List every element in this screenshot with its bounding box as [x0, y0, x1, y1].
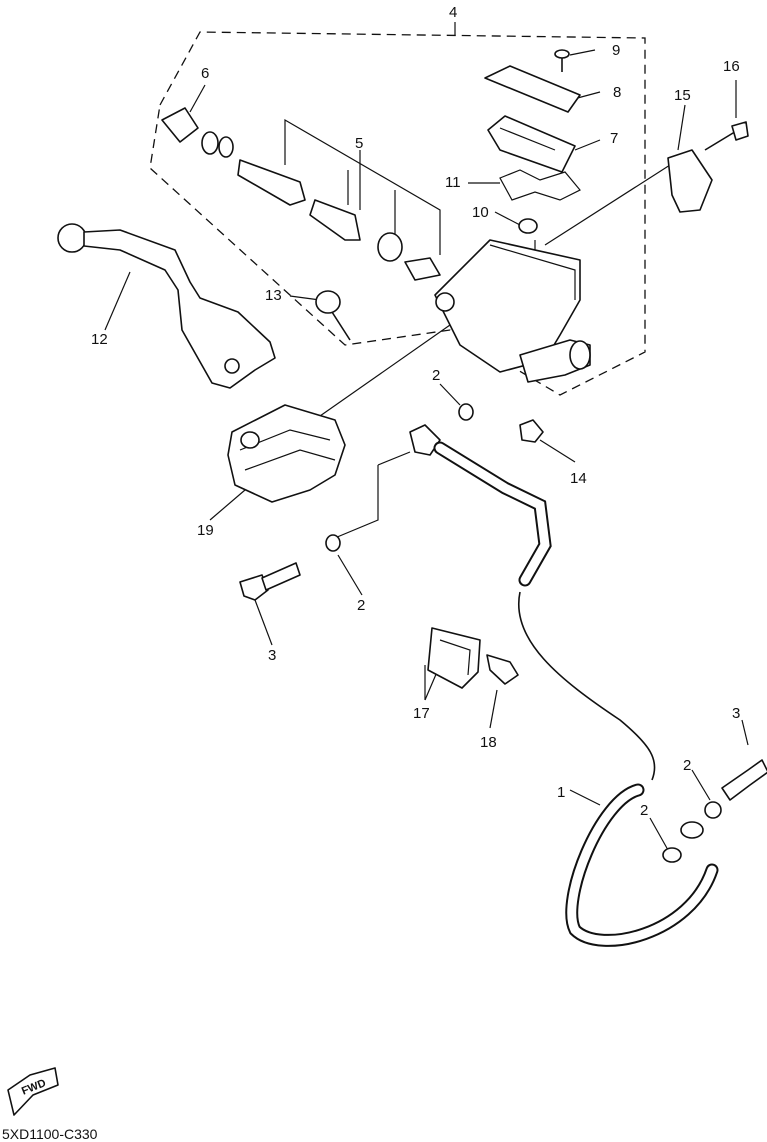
callout-19: 19	[197, 522, 214, 539]
callout-3: 3	[732, 705, 740, 722]
assembly-boundary-4	[149, 22, 646, 396]
callout-1: 1	[557, 784, 565, 801]
callout-2: 2	[683, 757, 691, 774]
callout-5: 5	[355, 135, 363, 152]
part-2-washers	[325, 403, 722, 863]
part-1-hose	[409, 424, 719, 947]
callout-9: 9	[612, 42, 620, 59]
part-12-lever	[57, 223, 276, 389]
callout-6: 6	[201, 65, 209, 82]
part-10-grommet	[518, 218, 538, 234]
part-8-cap	[484, 65, 581, 113]
part-5-piston-kit	[237, 159, 441, 281]
leader-lines	[104, 49, 749, 851]
callout-numbers: 1 2 2 2 2 3 3 4 5 6 7 8 9 10 11 12 13 14…	[91, 4, 740, 819]
callout-14: 14	[570, 470, 587, 487]
callout-17: 17	[413, 705, 430, 722]
callout-16: 16	[723, 58, 740, 75]
callout-2: 2	[357, 597, 365, 614]
callout-8: 8	[613, 84, 621, 101]
master-cylinder-body	[434, 239, 591, 383]
callout-3: 3	[268, 647, 276, 664]
part-6-boot	[161, 107, 234, 158]
callout-2: 2	[432, 367, 440, 384]
part-16-bolt	[704, 121, 749, 151]
part-17-holder	[427, 627, 481, 689]
callout-13: 13	[265, 287, 282, 304]
part-3-bolts	[239, 562, 767, 801]
callout-15: 15	[674, 87, 691, 104]
drawing-code: 5XD1100-C330	[2, 1126, 98, 1142]
part-19-caliper	[227, 404, 346, 503]
fwd-arrow-icon: FWD	[7, 1067, 59, 1116]
callout-2: 2	[640, 802, 648, 819]
callout-10: 10	[472, 204, 489, 221]
part-15-clamp	[667, 149, 713, 213]
part-11-plate	[499, 169, 581, 201]
callout-4: 4	[449, 4, 457, 21]
callout-18: 18	[480, 734, 497, 751]
part-18-bolt	[486, 654, 519, 685]
part-7-diaphragm	[487, 115, 576, 173]
part-14-nut	[519, 419, 544, 443]
part-13-pivot-bolt	[315, 290, 351, 341]
callout-7: 7	[610, 130, 618, 147]
callout-11: 11	[445, 174, 461, 191]
part-9-screw	[554, 49, 570, 72]
callout-12: 12	[91, 331, 108, 348]
